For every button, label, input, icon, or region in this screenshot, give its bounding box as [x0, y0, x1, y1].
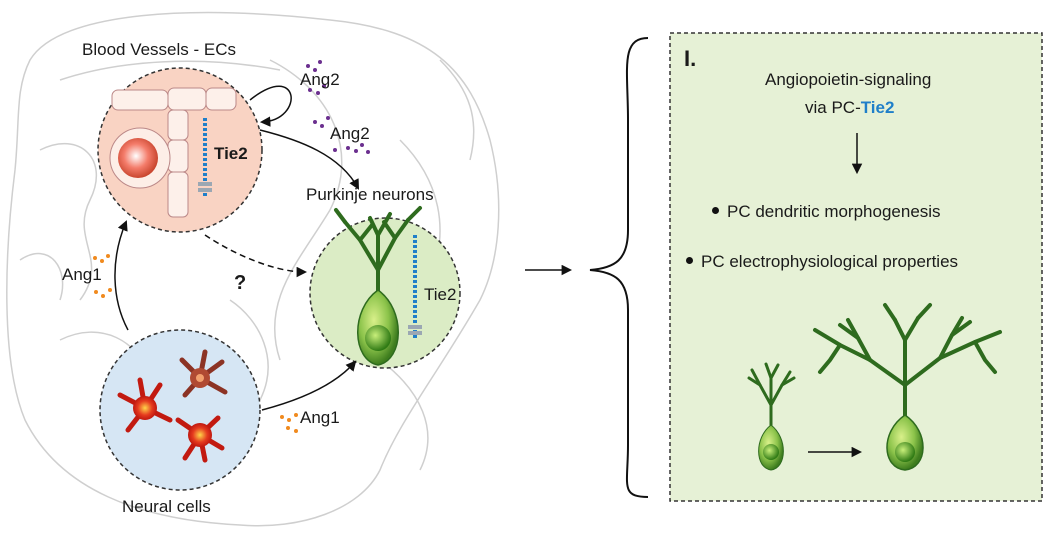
panel-brace	[589, 37, 649, 498]
blood-vessels-label: Blood Vessels - ECs	[82, 40, 237, 59]
panel-bullet-2-text: PC electrophysiological properties	[701, 252, 959, 271]
ang1-left-label: Ang1	[62, 265, 102, 284]
panel-line2-tie2: Tie2	[860, 98, 895, 117]
ang2-dots	[306, 60, 370, 154]
neural-to-purkinje-arrow	[261, 360, 357, 411]
ang2-mid-label: Ang2	[330, 124, 370, 143]
small-purkinje-neuron	[747, 362, 796, 471]
pc-tie2-label: Tie2	[424, 285, 457, 304]
cerebellum-outline	[6, 11, 500, 527]
ang2-top-label: Ang2	[300, 70, 340, 89]
question-mark: ?	[234, 272, 247, 294]
purkinje-neurons-label: Purkinje neurons	[306, 185, 434, 204]
panel-roman-numeral: I.	[684, 46, 697, 71]
bullet-dot	[686, 257, 693, 265]
panel-line1: Angiopoietin-signaling	[765, 70, 932, 89]
panel-line2-prefix: via PC-	[805, 98, 861, 117]
endothelial-cells-circle	[97, 67, 263, 233]
pc-tie2-receptor	[408, 235, 422, 340]
ang1-dots	[93, 254, 298, 433]
panel-bullet-1-text: PC dendritic morphogenesis	[727, 202, 941, 221]
summary-panel	[669, 32, 1043, 502]
neural-cells-label: Neural cells	[122, 497, 211, 516]
neural-cells-circle	[99, 329, 261, 491]
ec-tie2-receptor	[198, 118, 212, 198]
arrows	[114, 85, 573, 411]
purkinje-neuron-circle	[309, 206, 461, 369]
ang2-self-loop-arrow	[249, 85, 292, 127]
ec-to-purkinje-arrow	[259, 129, 360, 190]
ec-to-purkinje-dashed-arrow	[204, 234, 308, 278]
large-purkinje-neuron	[813, 303, 1002, 471]
ang1-bottom-label: Ang1	[300, 408, 340, 427]
bullet-dot	[712, 207, 719, 215]
panel-bullet-2: PC electrophysiological properties	[686, 252, 958, 272]
panel-bullet-1: PC dendritic morphogenesis	[712, 202, 941, 222]
ec-tie2-label: Tie2	[214, 144, 248, 163]
neural-to-ec-arrow	[114, 220, 129, 331]
panel-line2: via PC-Tie2	[805, 98, 894, 118]
